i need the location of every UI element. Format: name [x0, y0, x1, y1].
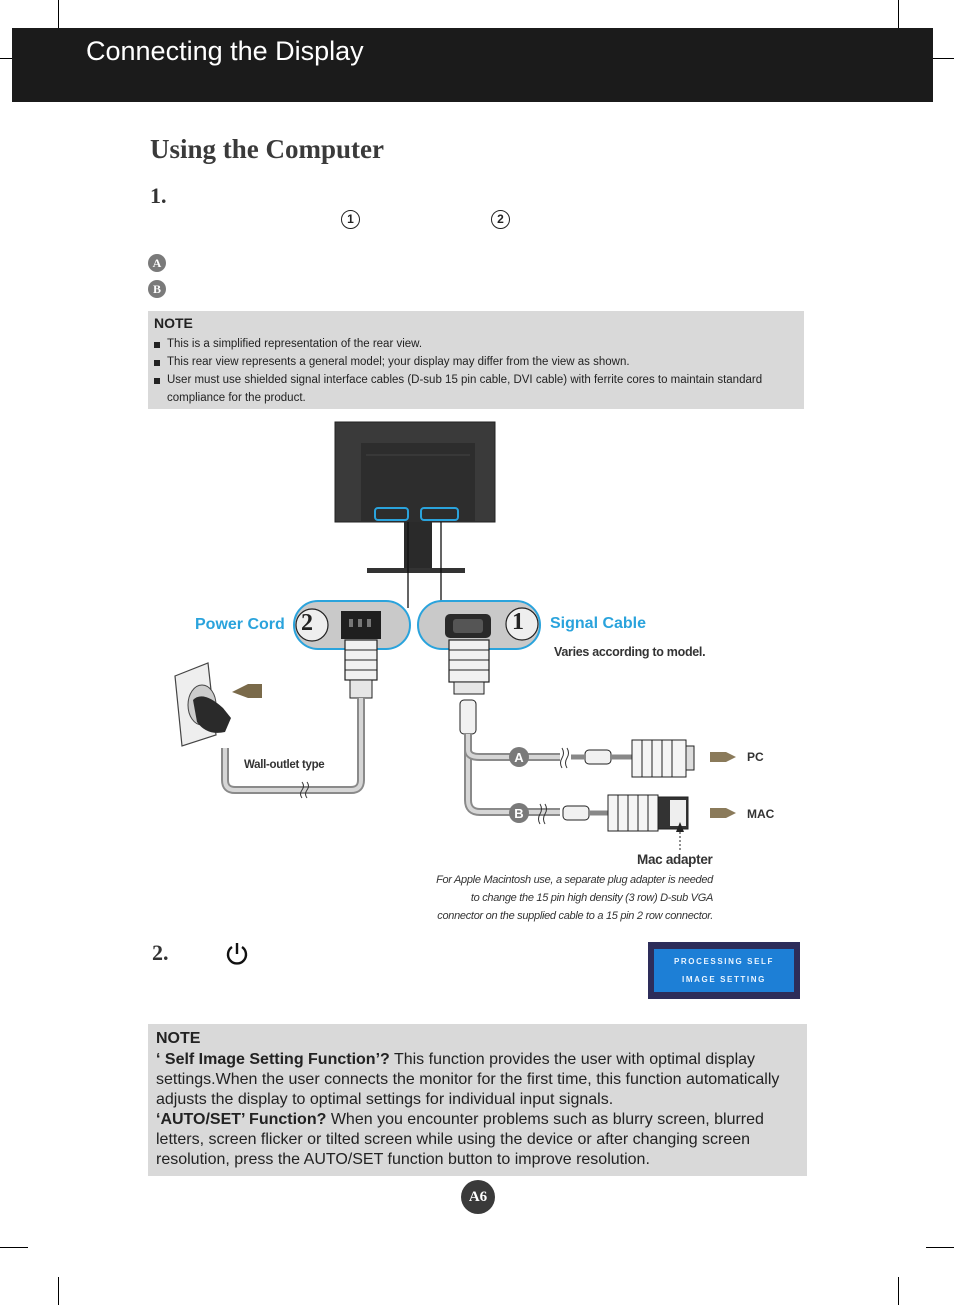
- mac-note-line: connector on the supplied cable to a 15 …: [437, 910, 713, 922]
- note-item: User must use shielded signal interface …: [152, 371, 792, 407]
- auto-set-term: ‘AUTO/SET’ Function?: [156, 1111, 327, 1128]
- option-b-badge: B: [148, 280, 166, 298]
- crop-mark: [58, 0, 59, 28]
- page-number-badge: A6: [461, 1180, 495, 1214]
- note-item-text: This is a simplified representation of t…: [167, 338, 423, 350]
- self-image-setting-term: ‘ Self Image Setting Function’?: [156, 1051, 390, 1068]
- signal-cable: A B: [448, 639, 736, 850]
- mac-adapter-label: Mac adapter: [637, 852, 713, 867]
- crop-mark: [0, 1247, 28, 1248]
- power-connector-port: [293, 600, 411, 650]
- note-heading: NOTE: [154, 315, 193, 331]
- bullet-square-icon: [154, 342, 160, 348]
- mac-note-line: For Apple Macintosh use, a separate plug…: [436, 874, 713, 886]
- wall-outlet: [174, 662, 262, 747]
- step-1-ref-1: 1: [341, 210, 360, 229]
- page-header-title: Connecting the Display: [86, 36, 364, 66]
- option-a-badge: A: [148, 254, 166, 272]
- crop-mark: [933, 58, 954, 59]
- power-button-icon: [226, 943, 248, 965]
- note-box-rear-view: NOTE This is a simplified representation…: [148, 311, 804, 409]
- cable-b-badge: B: [514, 806, 523, 821]
- note-item: This is a simplified representation of t…: [152, 335, 792, 353]
- note-heading: NOTE: [156, 1030, 201, 1047]
- crop-mark: [926, 1247, 954, 1248]
- crop-mark: [898, 1277, 899, 1305]
- power-cord-number: 2: [301, 610, 313, 636]
- monitor-rear-illustration: [334, 421, 496, 608]
- signal-cable-number: 1: [512, 609, 524, 635]
- crop-mark: [898, 0, 899, 28]
- power-cable: [221, 639, 378, 799]
- bullet-square-icon: [154, 360, 160, 366]
- bullet-square-icon: [154, 378, 160, 384]
- section-title: Using the Computer: [150, 134, 384, 164]
- wall-outlet-label: Wall-outlet type: [244, 759, 325, 771]
- crop-mark: [58, 1277, 59, 1305]
- note-item: This rear view represents a general mode…: [152, 353, 792, 371]
- step-1-number: 1.: [150, 183, 167, 208]
- auto-set-note: ‘AUTO/SET’ Function? When you encounter …: [156, 1110, 796, 1170]
- signal-cable-label: Signal Cable: [550, 615, 647, 632]
- osd-line-2: IMAGE SETTING: [682, 975, 766, 984]
- auto-set-text: When you encounter problems such as blur…: [156, 1111, 764, 1168]
- self-image-setting-note: ‘ Self Image Setting Function’? This fun…: [156, 1050, 796, 1110]
- power-cord-label: Power Cord: [195, 616, 285, 633]
- note-box-functions: NOTE ‘ Self Image Setting Function’? Thi…: [148, 1024, 807, 1176]
- mac-label: MAC: [747, 807, 775, 821]
- note-item-text: This rear view represents a general mode…: [167, 356, 630, 368]
- pc-label: PC: [747, 750, 764, 764]
- step-1-ref-2: 2: [491, 210, 510, 229]
- note-list: This is a simplified representation of t…: [152, 335, 792, 407]
- mac-note-line: to change the 15 pin high density (3 row…: [470, 892, 713, 904]
- signal-connector-port: [417, 600, 541, 650]
- varies-label: Varies according to model.: [554, 645, 706, 659]
- step-2-number: 2.: [152, 940, 169, 965]
- osd-inner-panel: PROCESSING SELF IMAGE SETTING: [654, 949, 794, 992]
- note-item-text: User must use shielded signal interface …: [167, 374, 763, 404]
- cable-a-badge: A: [514, 750, 524, 765]
- mac-adapter-note: For Apple Macintosh use, a separate plug…: [393, 871, 713, 925]
- osd-line-1: PROCESSING SELF: [673, 957, 774, 966]
- header-bar: [12, 28, 933, 102]
- osd-processing-message: PROCESSING SELF IMAGE SETTING: [648, 942, 800, 999]
- crop-mark: [0, 58, 12, 59]
- self-image-setting-text: This function provides the user with opt…: [156, 1051, 780, 1108]
